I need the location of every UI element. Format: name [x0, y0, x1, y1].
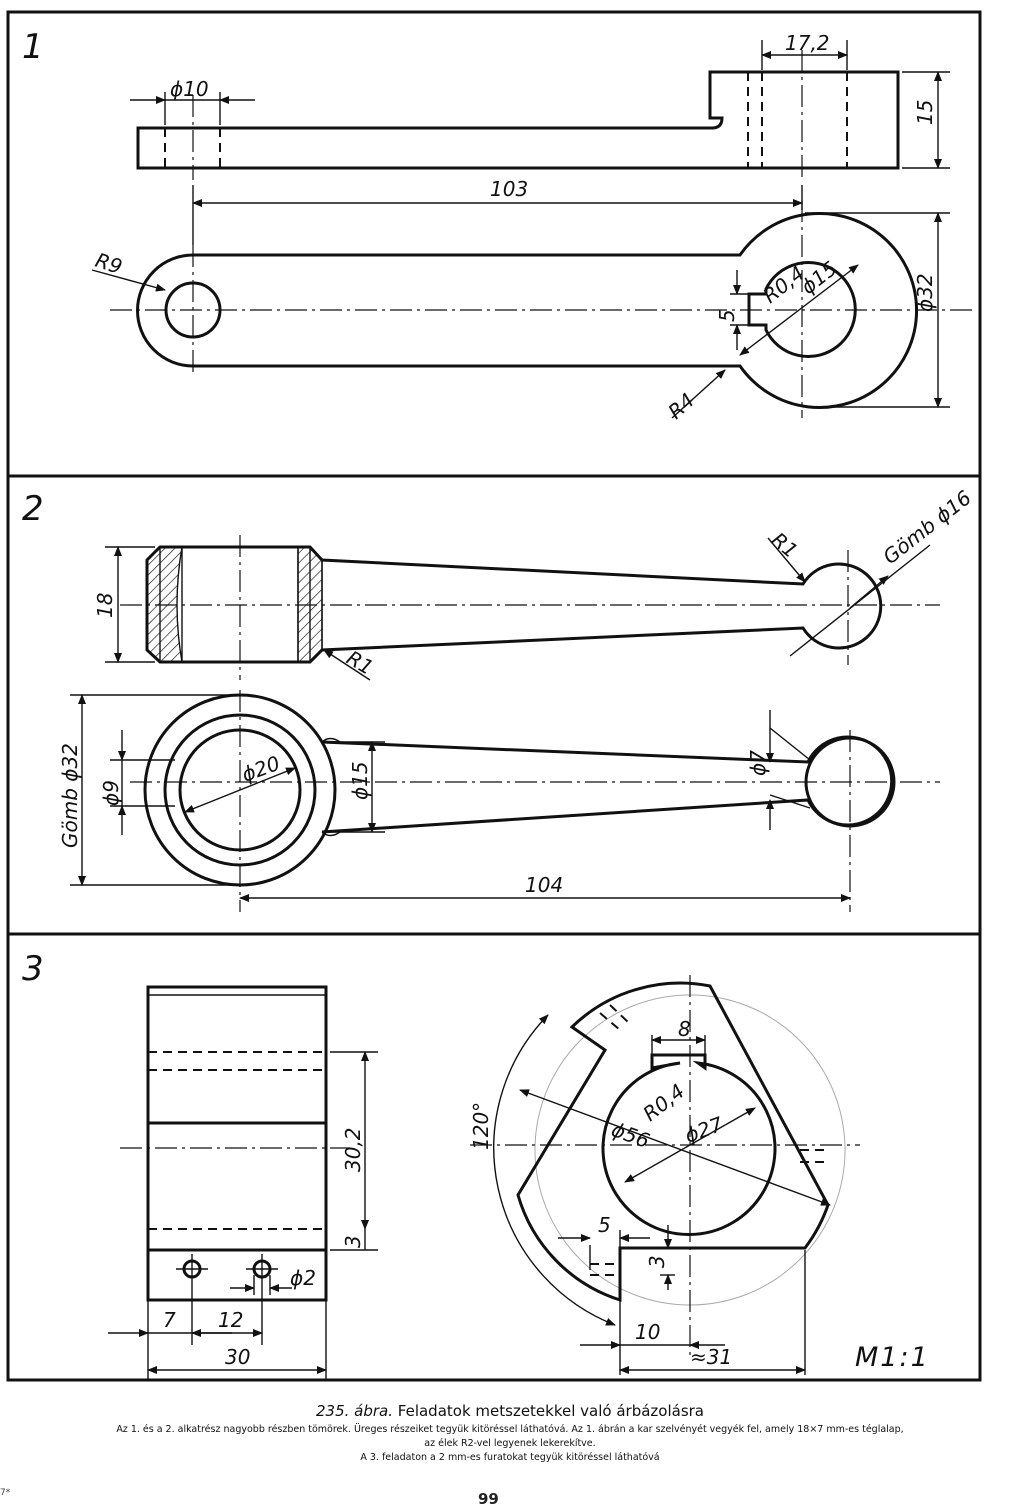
dim-p3-d8: 8 — [678, 1017, 691, 1041]
dim-p1-d103: 103 — [490, 177, 528, 201]
dim-p3-d5: 5 — [598, 1213, 611, 1237]
lever-front-view — [136, 212, 919, 409]
caption-line-2: az élek R2-vel legyenek lekerekítve. — [424, 1438, 596, 1449]
panel-2-rod: 18 Gömb ϕ16 R1 R1 Gömb ϕ32 ϕ9 — [58, 485, 976, 912]
dim-p1-d10: ϕ10 — [170, 77, 209, 101]
dim-p3-d7: 7 — [163, 1308, 176, 1332]
dim-p2-d18: 18 — [93, 593, 117, 618]
dim-p3-d3b: 3 — [645, 1255, 669, 1268]
dim-p3-d3a: 3 — [341, 1235, 365, 1248]
dim-p2-d15: ϕ15 — [348, 761, 372, 800]
lever-top-view — [136, 70, 900, 170]
dim-p3-d56: ϕ56 — [608, 1117, 653, 1153]
sheet-frame — [6, 10, 982, 1382]
dim-p3-r04: R0,4 — [638, 1079, 689, 1126]
dim-p3-d302: 30,2 — [341, 1127, 365, 1172]
hub-side-view — [146, 985, 328, 1302]
dim-p1-r4: R4 — [663, 388, 699, 424]
caption-line-3: A 3. feladaton a 2 mm-es furatokat tegyü… — [360, 1452, 660, 1463]
dim-p2-d104: 104 — [525, 873, 563, 897]
dim-p3-d27: ϕ27 — [682, 1112, 727, 1148]
panel-1-lever: ϕ10 17,2 15 103 R9 R0,4 ϕ15 5 — [91, 31, 975, 424]
dim-p2-gomb32: Gömb ϕ32 — [58, 743, 82, 848]
hub-front-view — [516, 981, 830, 1303]
dim-p1-d5: 5 — [715, 309, 739, 322]
dim-p3-d30: 30 — [225, 1345, 250, 1369]
scale-label: M1:1 — [855, 1342, 930, 1373]
corner-mark: 7* — [0, 1488, 11, 1498]
caption-line-1: Az 1. és a 2. alkatrész nagyobb részben … — [116, 1424, 904, 1435]
dim-p2-d20: ϕ20 — [239, 751, 284, 787]
panel-number-1: 1 — [22, 27, 44, 67]
panel-number-2: 2 — [22, 489, 44, 529]
dim-p2-d9: ϕ9 — [99, 780, 123, 806]
figure-number: 235. ábra. — [315, 1402, 393, 1420]
figure-caption-title: 235. ábra. Feladatok metszetekkel való á… — [0, 1402, 1020, 1420]
panel-3-hub: 30,2 3 ϕ2 7 12 30 — [108, 975, 930, 1380]
figure-title: Feladatok metszetekkel való árbázolásra — [397, 1402, 704, 1420]
dim-p1-d32: ϕ32 — [913, 273, 937, 312]
dim-p1-d17: 17,2 — [785, 31, 830, 55]
rod-top-view — [145, 545, 883, 664]
panel-number-3: 3 — [22, 949, 44, 989]
dim-p3-a120: 120° — [469, 1102, 493, 1150]
dim-p3-d12: 12 — [218, 1308, 243, 1332]
page-number: 99 — [478, 1490, 499, 1508]
dim-p3-d31: ≈31 — [690, 1345, 732, 1369]
dim-p3-d10: 10 — [635, 1320, 660, 1344]
dim-p2-gomb16: Gömb ϕ16 — [878, 485, 975, 569]
dim-p3-d2: ϕ2 — [290, 1266, 316, 1290]
dim-p2-d7: ϕ7 — [746, 750, 770, 776]
dim-p2-r1b: R1 — [343, 646, 378, 680]
dim-p1-d15: 15 — [913, 100, 937, 125]
dim-p1-r9: R9 — [92, 248, 125, 279]
dim-p2-r1a: R1 — [767, 527, 803, 562]
